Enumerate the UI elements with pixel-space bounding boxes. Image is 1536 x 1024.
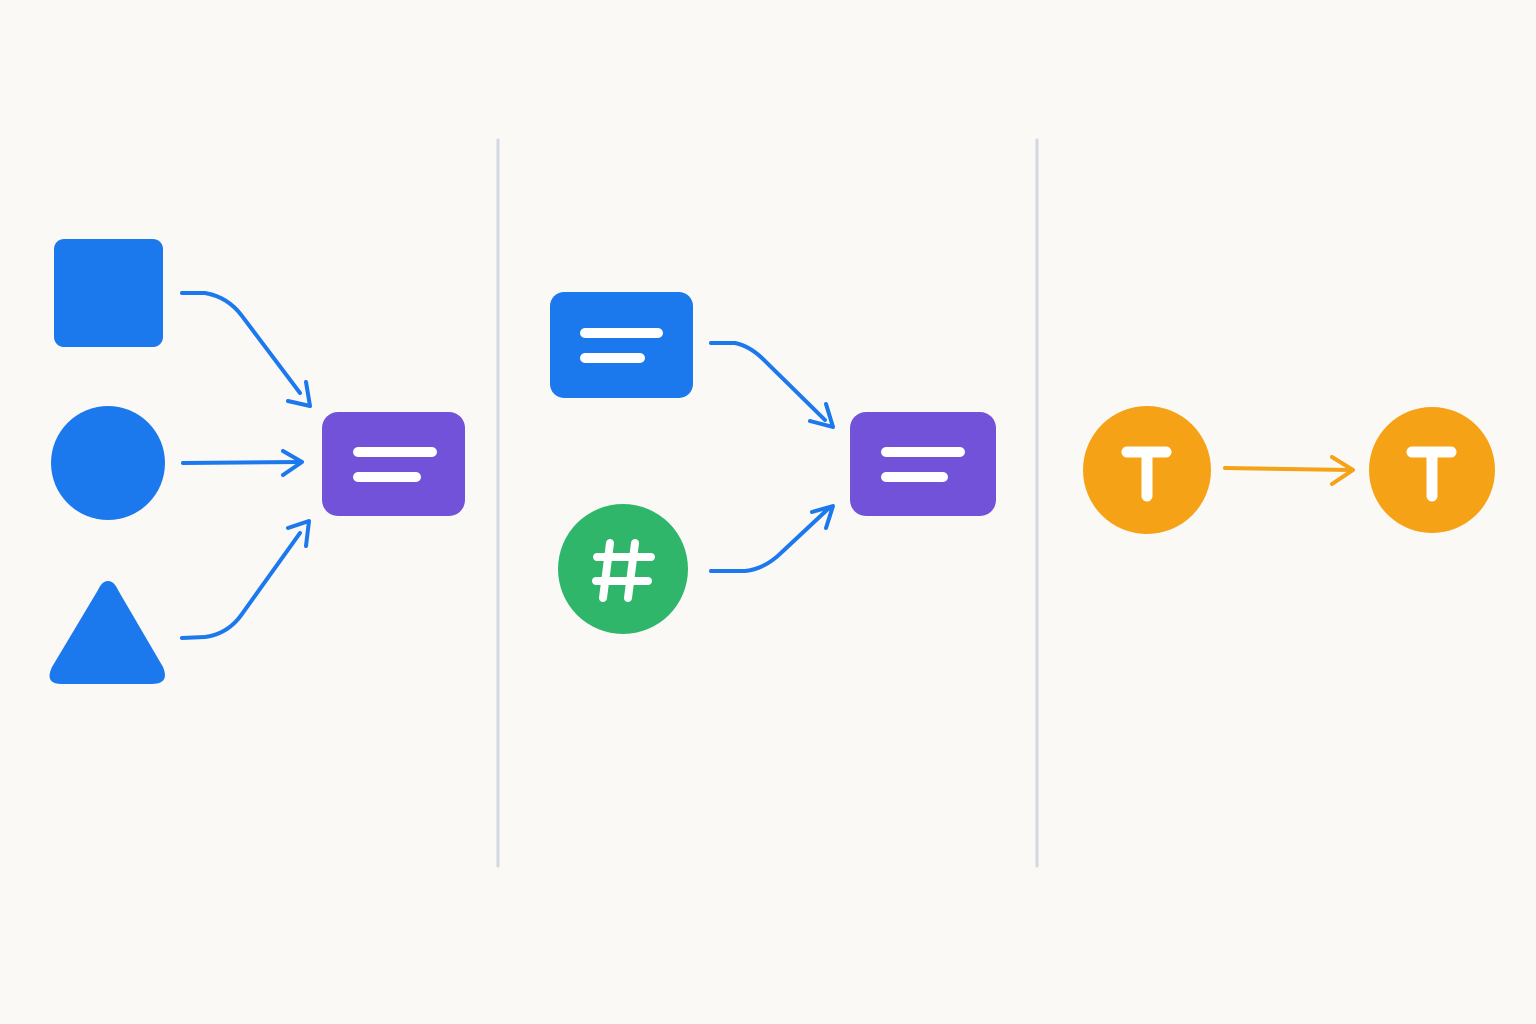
text-lines-box-input [550,292,693,398]
text-lines-icon [353,447,437,482]
square-icon [54,239,163,347]
circle-icon [51,406,165,520]
arrow-t-to-t [1223,455,1355,486]
panel-2 [550,292,996,634]
arrow-triangle-to-output [180,519,311,640]
letter-t-icon [1406,446,1457,502]
text-lines-box-output [322,412,465,516]
text-lines-icon [580,328,663,363]
panel-3 [1083,406,1495,534]
hash-icon [592,539,655,602]
arrow-square-to-output [180,291,312,408]
letter-t-icon [1121,446,1172,502]
arrow-hash-to-output [709,504,835,573]
arrow-circle-to-output [181,449,304,477]
text-lines-icon [881,447,965,482]
text-lines-box-output [850,412,996,516]
hash-circle [558,504,688,634]
triangle-icon [49,581,165,684]
arrow-textbox-to-output [709,341,835,429]
panel-1 [49,239,465,684]
